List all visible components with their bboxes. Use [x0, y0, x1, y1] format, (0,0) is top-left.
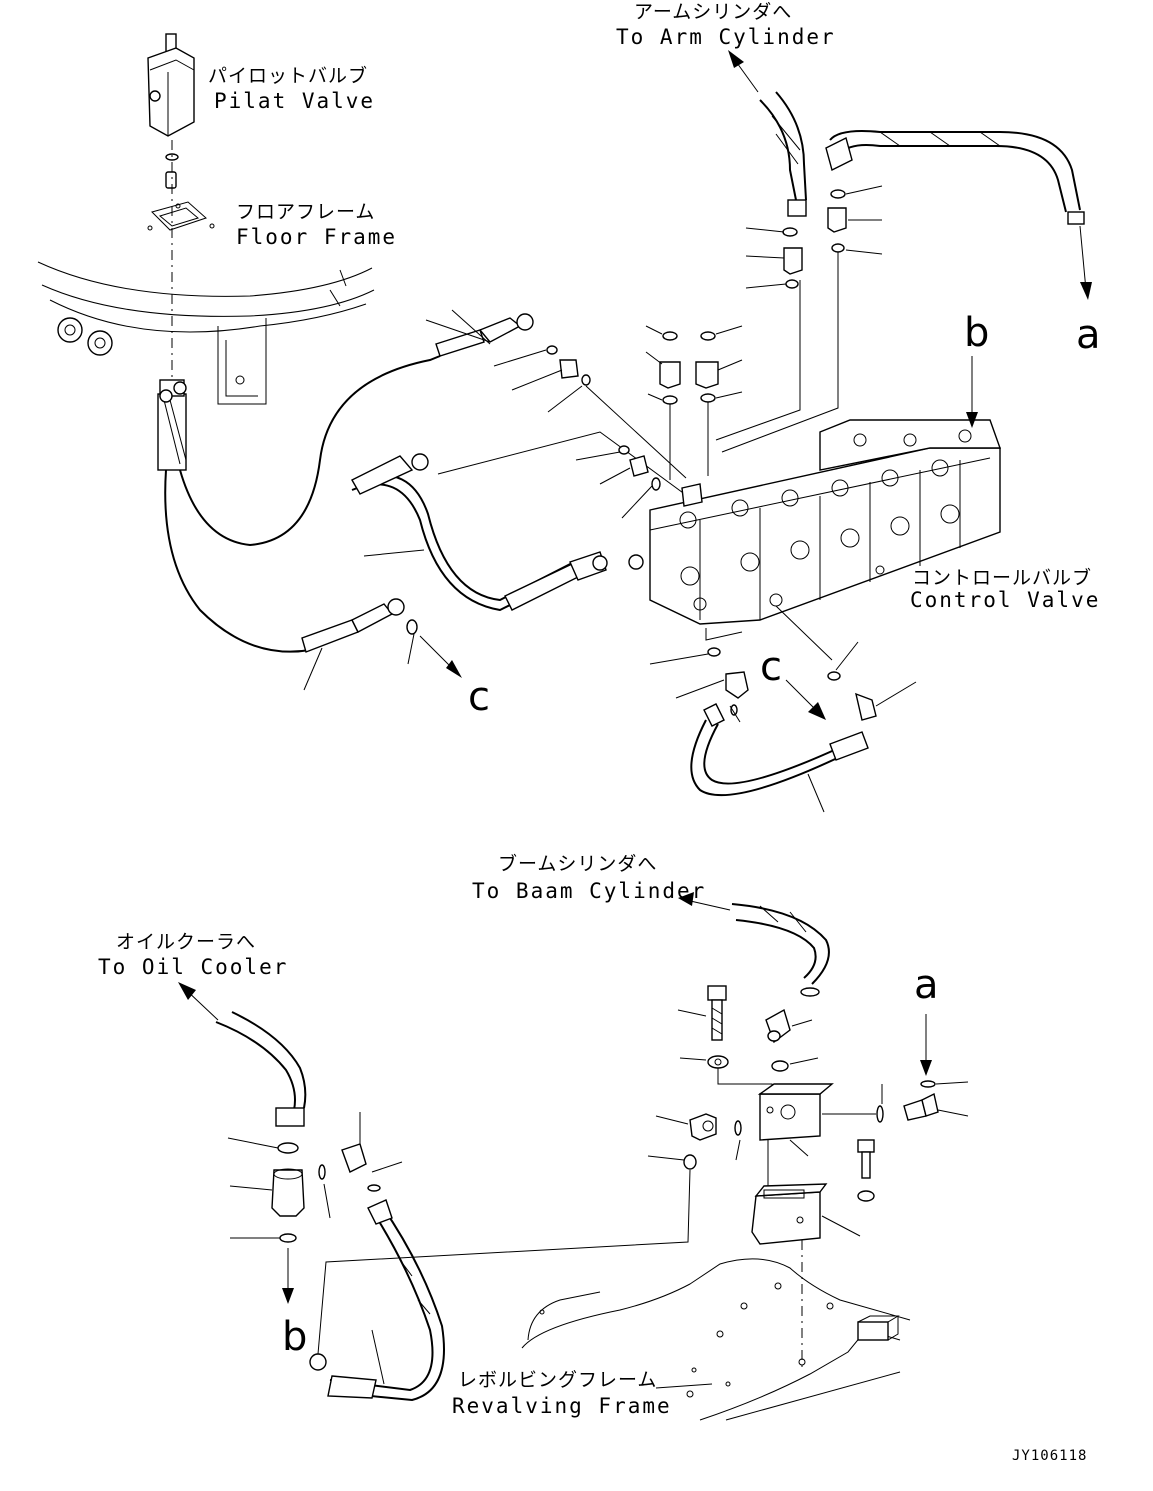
hose-to-a-edge [839, 144, 1067, 213]
arm-cylinder-hose-edge [775, 91, 807, 201]
control-valve-fittings [437, 252, 839, 661]
boom-cylinder-hose-edge [735, 919, 817, 979]
pilot-valve [147, 33, 195, 189]
floor-frame-label-jp: フロアフレーム [236, 201, 375, 223]
arm-cylinder-hose [759, 99, 797, 201]
oil-cooler-fittings [227, 1107, 403, 1304]
lower-cv-fittings [649, 641, 917, 723]
connection-a-top: a [1076, 312, 1101, 358]
connection-a-bottom-fittings [903, 1014, 969, 1121]
floor-frame [37, 140, 375, 405]
arm-cylinder-fittings [745, 115, 807, 289]
hose-to-a-fittings [825, 131, 1092, 300]
boom-cylinder-label-en: To Baam Cylinder [472, 879, 706, 903]
lower-hose-fitting [301, 598, 418, 653]
arm-cylinder-label-en: To Arm Cylinder [616, 25, 836, 49]
oil-cooler-label-en: To Oil Cooler [98, 955, 288, 979]
floor-frame-label-en: Floor Frame [236, 225, 397, 249]
revolving-frame-label-jp: レボルビングフレーム [458, 1369, 657, 1391]
arm-cylinder-label-jp: アームシリンダへ [634, 1, 792, 23]
control-valve-label-en: Control Valve [910, 588, 1100, 612]
return-hose-edge [329, 1205, 445, 1402]
hose-to-a [829, 130, 1081, 211]
block-assembly [647, 985, 884, 1370]
revolving-frame [521, 1258, 911, 1421]
pilot-valve-label-en: Pilat Valve [214, 89, 375, 113]
lower-cv-hose-edge [703, 723, 857, 785]
oil-cooler-hose [215, 1021, 296, 1111]
lower-cv-hose [690, 719, 851, 797]
boom-hose-hatch [759, 905, 807, 933]
return-hose [329, 1209, 434, 1392]
control-valve-label-jp: コントロールバルブ [912, 566, 1092, 589]
connection-a-bottom: a [914, 962, 939, 1008]
middle-hose [351, 483, 581, 612]
connection-c-right: c [760, 644, 782, 690]
middle-hose-fittings [351, 453, 608, 611]
connection-b-bottom: b [282, 1314, 307, 1360]
pilot-hose-upper [179, 355, 441, 547]
boom-cylinder-label-jp: ブームシリンダへ [498, 852, 657, 875]
control-valve [628, 419, 1001, 625]
revolving-frame-label-en: Revalving Frame [452, 1394, 672, 1418]
pilot-valve-label-jp: パイロットバルブ [208, 64, 368, 87]
oil-cooler-hose-edge [231, 1011, 307, 1109]
drawing-code: JY106118 [1012, 1448, 1087, 1464]
connection-b-top: b [964, 310, 989, 356]
pilot-hose-lower [164, 469, 311, 653]
return-hose-fittings [309, 1169, 691, 1399]
boom-cylinder-hose [731, 903, 830, 985]
lower-cv-hose-fittings [703, 703, 869, 813]
callout-lines-top [303, 309, 743, 691]
pilot-hose-fittings [157, 379, 187, 471]
connection-c-left: c [468, 674, 490, 720]
oil-cooler-label-jp: オイルクーラへ [116, 931, 256, 953]
upper-hose-fitting [425, 313, 534, 357]
